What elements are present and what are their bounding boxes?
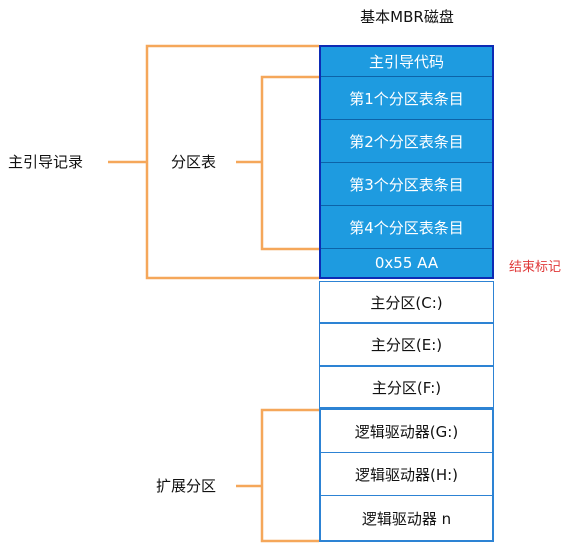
logical-drive-n: 逻辑驱动器 n xyxy=(361,509,452,528)
partition-entry-3: 第3个分区表条目 xyxy=(321,163,492,206)
master-boot-record-label: 主引导记录 xyxy=(8,153,84,171)
extended-partition-bracket xyxy=(260,408,319,543)
partition-entry-2: 第2个分区表条目 xyxy=(321,120,492,163)
logical-drive-g: 逻辑驱动器(G:) xyxy=(321,410,492,453)
boot-signature-cell: 0x55 AA xyxy=(321,249,492,277)
partition-table-bracket xyxy=(260,75,319,251)
primary-partition-e: 主分区(E:) xyxy=(319,323,494,366)
extended-partition-block xyxy=(319,408,494,542)
partition-entry-4: 第4个分区表条目 xyxy=(321,206,492,249)
mbr-block xyxy=(319,45,494,279)
partition-entry-1: 第1个分区表条目 xyxy=(321,77,492,120)
partition-table-label: 分区表 xyxy=(171,153,217,171)
primary-partition-f: 主分区(F:) xyxy=(319,366,494,408)
extended-partition-label: 扩展分区 xyxy=(156,477,217,495)
logical-drive-h: 逻辑驱动器(H:) xyxy=(321,453,492,496)
end-marker-label: 结束标记 xyxy=(509,260,562,275)
diagram-title: 基本MBR磁盘 xyxy=(360,8,454,26)
boot-code-cell: 主引导代码 xyxy=(321,47,492,77)
primary-partition-c: 主分区(C:) xyxy=(319,281,494,323)
